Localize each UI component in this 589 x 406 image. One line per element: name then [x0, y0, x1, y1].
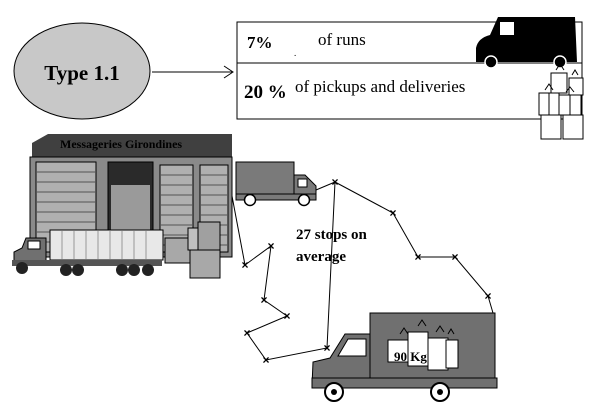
crates: [164, 221, 221, 279]
stop-marker: ×: [331, 175, 338, 189]
runs-text: of runs: [318, 30, 366, 49]
stop-marker: ×: [389, 206, 396, 220]
stops-label-line2: average: [296, 249, 346, 265]
stop-marker: ×: [262, 353, 269, 367]
type-oval: [13, 22, 151, 120]
small-truck: [235, 161, 317, 207]
stop-marker: ×: [267, 239, 274, 253]
stop-marker: ×: [323, 341, 330, 355]
truck-parcels: [387, 319, 459, 371]
pickups-text: of pickups and deliveries: [295, 77, 465, 96]
stops-label-line1: 27 stops on: [296, 227, 368, 243]
route-line: [315, 181, 336, 191]
type-label: Type 1.1: [44, 61, 119, 85]
dot-mark: .: [294, 48, 296, 58]
trailer-truck: [12, 229, 164, 276]
stop-marker: ×: [451, 250, 458, 264]
runs-value: 7%: [247, 33, 273, 52]
stop-marker: ×: [414, 250, 421, 264]
stop-marker: ×: [283, 309, 290, 323]
parcels-icon: [538, 63, 584, 140]
stop-marker: ×: [260, 293, 267, 307]
weight-label: 90 Kg: [394, 349, 427, 364]
stop-marker: ×: [484, 289, 491, 303]
stop-marker: ×: [243, 326, 250, 340]
warehouse-name: Messageries Girondines: [60, 137, 182, 151]
van-icon: [476, 17, 577, 69]
stop-marker: ×: [241, 258, 248, 272]
arrow-to-stats: [152, 65, 234, 79]
route-path: × × × × × × × × × × × ×: [231, 175, 494, 367]
pickups-value: 20 %: [244, 82, 287, 103]
route-line: [231, 181, 494, 361]
